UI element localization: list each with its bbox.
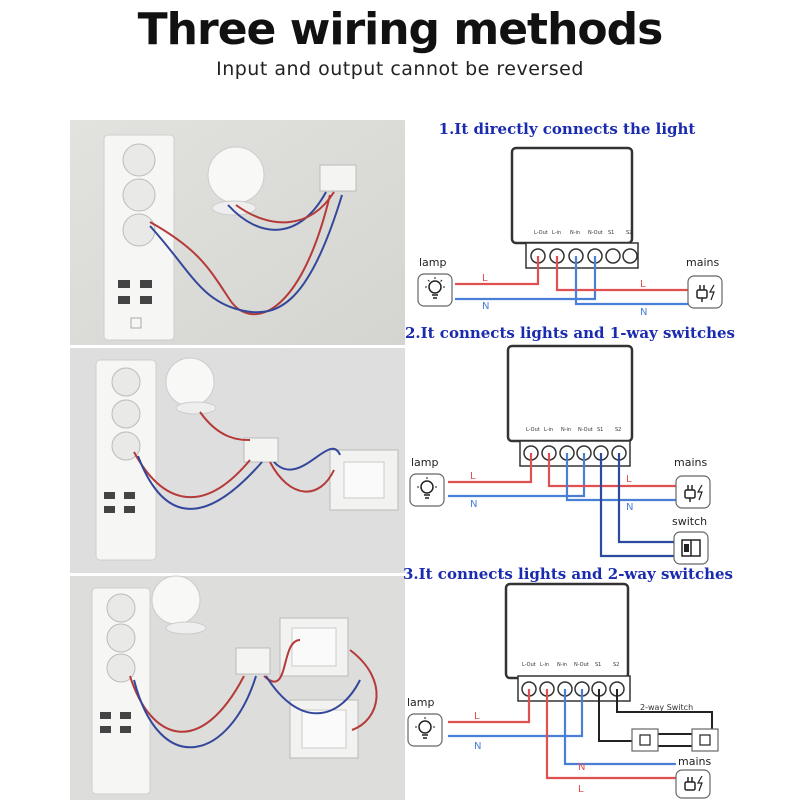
mains-label: mains	[674, 456, 707, 469]
photo-panel-2	[70, 348, 405, 573]
light-bulb	[151, 575, 201, 625]
wire-label-l: L	[626, 474, 632, 485]
terminal-label-l-out: L-Out	[526, 427, 540, 433]
bulb-icon	[425, 277, 445, 299]
light-bulb	[165, 357, 215, 407]
page-title: Three wiring methods	[137, 4, 664, 55]
photo-panel-1	[70, 120, 405, 345]
terminal-label-l-in: L-in	[540, 662, 549, 668]
plug-icon	[684, 484, 703, 502]
smart-module	[235, 647, 271, 675]
terminal-label-s2: S2	[626, 230, 632, 236]
terminal-label-n-out: N-Out	[574, 662, 589, 668]
terminal-labels: L-Out L-in N-in N-Out S1 S2	[522, 662, 619, 668]
terminal-label-l-in: L-in	[544, 427, 553, 433]
wire-label-n: N	[578, 762, 585, 773]
lamp-label: lamp	[411, 456, 439, 469]
wire-label-l: L	[578, 784, 584, 795]
terminal-label-s1: S1	[608, 230, 614, 236]
terminal-label-s1: S1	[595, 662, 601, 668]
terminal-label-s1: S1	[597, 427, 603, 433]
power-strip	[91, 587, 151, 795]
mains-label: mains	[686, 256, 719, 269]
wire-label-n: N	[474, 741, 481, 752]
light-bulb	[207, 146, 265, 204]
switch-icon	[681, 539, 701, 557]
module-diagram-2: L-Out L-in N-in N-Out S1 S2 L N L N lamp…	[409, 344, 711, 565]
terminal-label-l-out: L-Out	[534, 230, 548, 236]
plug-icon	[684, 775, 703, 792]
terminal-labels: L-Out L-in N-in N-Out S1 S2	[526, 427, 621, 433]
bulb-icon	[417, 477, 437, 499]
terminal-label-s2: S2	[615, 427, 621, 433]
smart-module	[319, 164, 357, 192]
terminal-label-s2: S2	[613, 662, 619, 668]
plug-icon	[696, 284, 715, 302]
terminal-label-n-in: N-in	[570, 230, 580, 236]
terminal-labels: L-Out L-in N-in N-Out S1 S2	[534, 230, 632, 236]
wire-label-l: L	[474, 711, 480, 722]
section-3-title: 3.It connects lights and 2-way switches	[403, 565, 733, 583]
lamp-label: lamp	[407, 696, 435, 709]
two-way-switch-icon	[631, 728, 659, 752]
wire-label-n: N	[640, 307, 647, 318]
module-diagram-1: L-Out L-in N-in N-Out S1 S2 L N L N lamp…	[417, 146, 723, 318]
two-way-switch-icon	[691, 728, 719, 752]
lamp-label: lamp	[419, 256, 447, 269]
terminal-label-n-in: N-in	[557, 662, 567, 668]
wire-label-n: N	[470, 499, 477, 510]
section-2-title: 2.It connects lights and 1-way switches	[405, 324, 735, 342]
terminal-label-n-out: N-Out	[578, 427, 593, 433]
wire-label-l: L	[482, 273, 488, 284]
wire-label-n: N	[626, 502, 633, 513]
page-subtitle: Input and output cannot be reversed	[216, 58, 584, 80]
section-1-title: 1.It directly connects the light	[439, 120, 696, 138]
switch-label: switch	[672, 515, 707, 528]
wire-label-l: L	[470, 471, 476, 482]
wire-label-n: N	[482, 301, 489, 312]
photo-panel-3	[70, 575, 405, 800]
module-diagram-3: L-Out L-in N-in N-Out S1 S2 2-way Switch…	[407, 582, 719, 799]
terminal-label-n-in: N-in	[561, 427, 571, 433]
wire-label-l: L	[640, 279, 646, 290]
two-way-switch-label: 2-way Switch	[640, 703, 693, 712]
smart-module	[243, 437, 279, 463]
terminal-label-l-out: L-Out	[522, 662, 536, 668]
terminal-label-l-in: L-in	[552, 230, 561, 236]
mains-label: mains	[678, 755, 711, 768]
bulb-icon	[415, 717, 435, 739]
terminal-label-n-out: N-Out	[588, 230, 603, 236]
